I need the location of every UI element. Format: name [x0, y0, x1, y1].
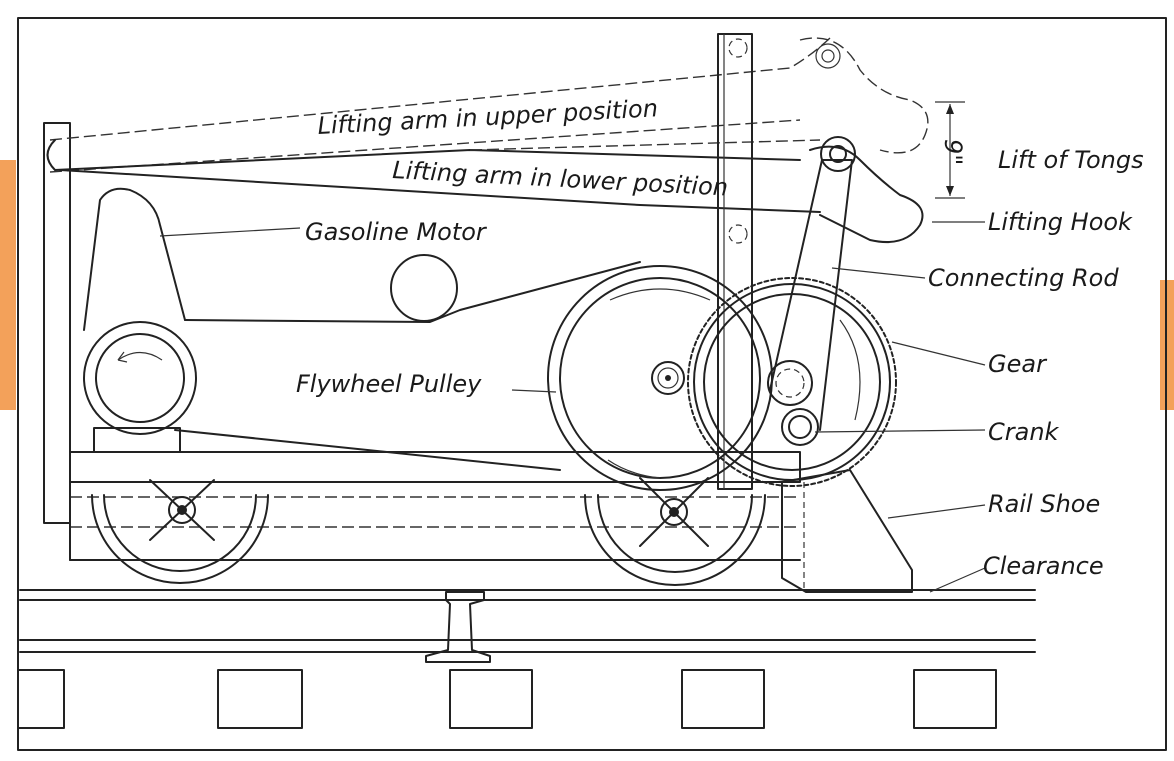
- left-edge-accent: [0, 160, 16, 410]
- frame-post: [43, 122, 71, 524]
- label-flywheel-pulley: Flywheel Pulley: [296, 370, 482, 398]
- label-lift-dimension: 9": [939, 139, 967, 165]
- ties: [17, 669, 997, 729]
- label-rail-shoe: Rail Shoe: [988, 490, 1100, 518]
- drawing-border: [17, 17, 1167, 751]
- label-lifting-hook: Lifting Hook: [988, 208, 1133, 236]
- label-lift-of-tongs: Lift of Tongs: [998, 146, 1144, 174]
- track: [19, 589, 1036, 663]
- label-gasoline-motor: Gasoline Motor: [305, 218, 488, 246]
- front-wheel: [584, 477, 766, 586]
- car-frame: [69, 427, 801, 561]
- lift-dimension: [935, 101, 965, 199]
- label-lower-position: Lifting arm in lower position: [392, 156, 729, 202]
- pinion: [651, 361, 685, 395]
- label-connecting-rod: Connecting Rod: [928, 264, 1119, 292]
- lifting-arm-lower: [46, 139, 924, 244]
- guide-post: [717, 33, 753, 490]
- leader-lines: [159, 221, 986, 593]
- label-crank: Crank: [988, 418, 1060, 446]
- gear: [687, 277, 897, 487]
- rail-shoe: [781, 469, 913, 593]
- gasoline-motor: [83, 187, 641, 471]
- rear-wheel: [91, 479, 269, 584]
- label-clearance: Clearance: [983, 552, 1104, 580]
- motor-pulley: [83, 321, 197, 435]
- label-upper-position: Lifting arm in upper position: [317, 94, 659, 140]
- label-gear: Gear: [988, 350, 1048, 378]
- crank-assembly: [767, 136, 856, 446]
